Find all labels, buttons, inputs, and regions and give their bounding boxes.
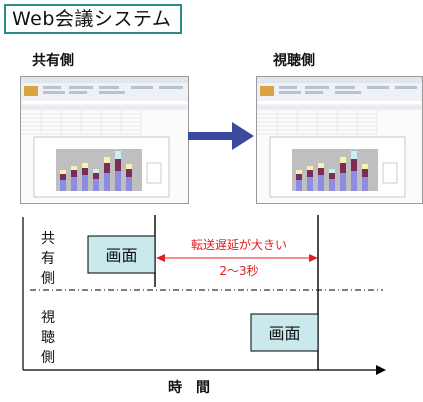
share-screen-box-label: 画面	[105, 246, 138, 265]
share-screen-thumbnail	[20, 76, 189, 204]
view-side-char-1: 視	[41, 310, 55, 326]
share-side-char-3: 側	[41, 271, 55, 287]
share-screen-box	[87, 235, 156, 274]
share-side-char-2: 有	[41, 251, 55, 267]
view-screen-thumbnail	[256, 76, 423, 204]
page-title: Web会議システム	[4, 4, 182, 34]
timing-diagram	[22, 215, 386, 375]
share-side-label: 共 有 側	[40, 229, 56, 289]
view-screen-caption: 視聴側	[273, 53, 315, 69]
view-side-char-3: 側	[41, 350, 55, 366]
delay-arrow-left-head-icon	[156, 254, 165, 262]
view-screen-box	[250, 313, 319, 352]
view-side-char-2: 聴	[41, 330, 55, 346]
share-screen-caption: 共有側	[32, 53, 74, 69]
delay-range-label: 2〜3秒	[219, 264, 259, 278]
delay-label: 転送遅延が大きい	[190, 238, 287, 252]
view-side-label: 視 聴 側	[40, 308, 56, 368]
delay-arrow-right-head-icon	[309, 254, 318, 262]
view-screen-box-label: 画面	[268, 324, 301, 343]
transfer-arrow-icon	[188, 122, 254, 150]
time-axis-arrowhead-icon	[376, 365, 386, 375]
time-axis-label: 時 間	[168, 380, 210, 396]
share-side-char-1: 共	[41, 231, 55, 247]
